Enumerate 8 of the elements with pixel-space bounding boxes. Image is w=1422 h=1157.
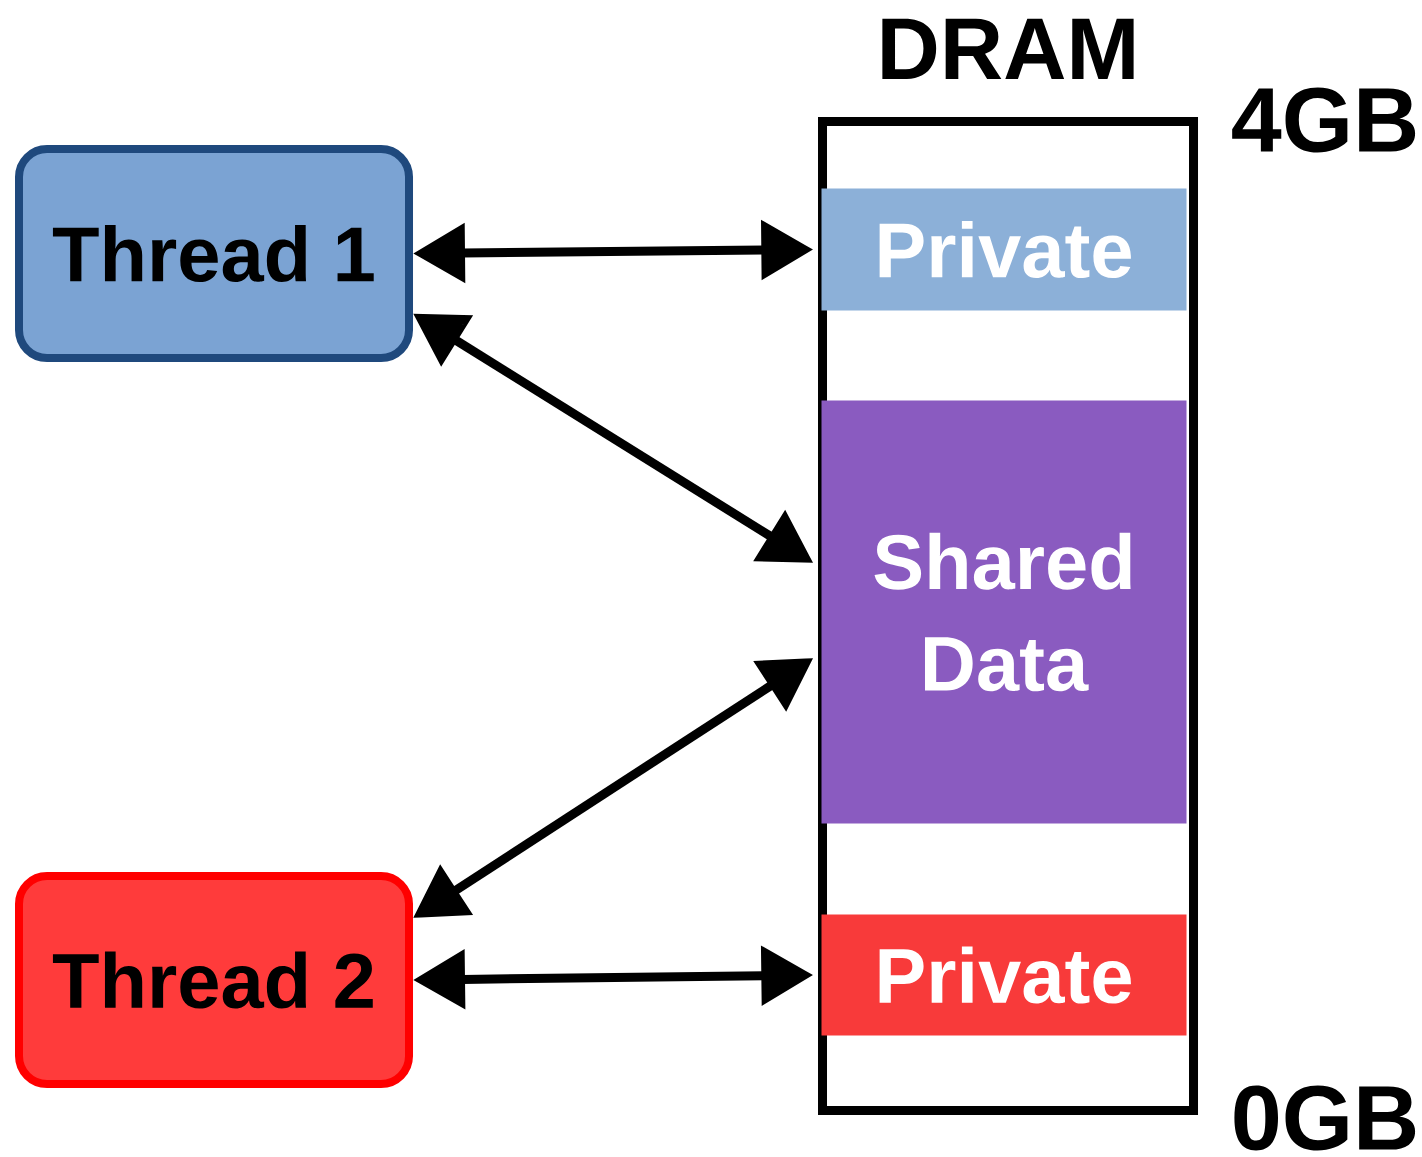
thread-box: Thread 2	[15, 872, 413, 1088]
memory-region: Private	[821, 914, 1187, 1036]
memory-region: Shared Data	[821, 400, 1187, 824]
thread-box: Thread 1	[15, 145, 413, 362]
address-label: 0GB	[1234, 1085, 1416, 1151]
memory-region: Private	[821, 188, 1187, 311]
address-label: 4GB	[1232, 87, 1416, 153]
memory-heading: DRAM	[882, 18, 1134, 79]
